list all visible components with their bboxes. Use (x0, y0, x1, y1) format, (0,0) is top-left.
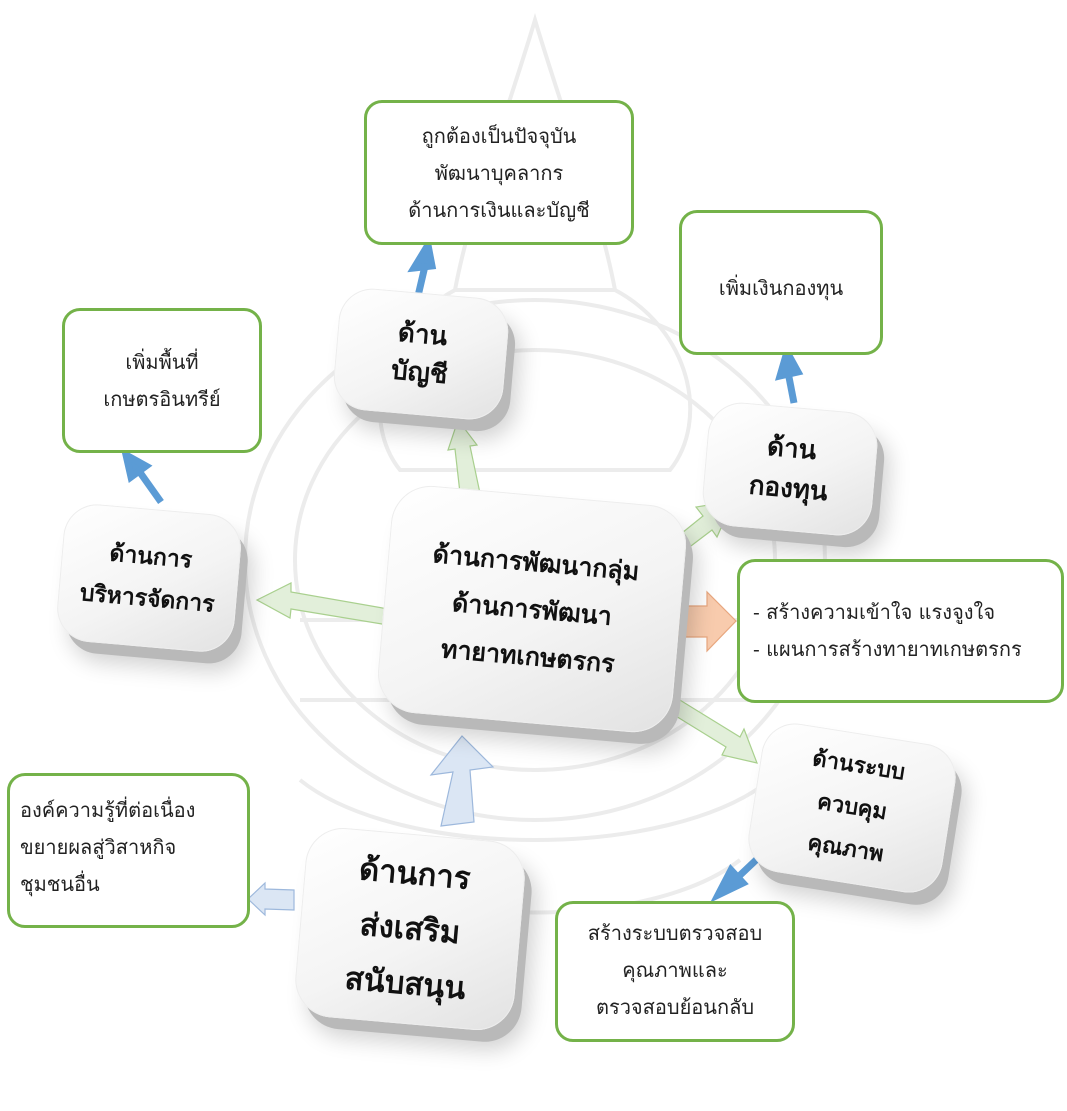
arrow-promotion-to-outcome (247, 881, 295, 917)
outcome-accounting-line-3: ด้านการเงินและบัญชี (408, 198, 590, 222)
outcome-accounting-line-1: ถูกต้องเป็นปัจจุบัน (421, 124, 577, 148)
management-node: ด้านการ บริหารจัดการ (54, 501, 244, 655)
fund-node: ด้าน กองทุน (699, 399, 881, 539)
outcome-accounting-box: ถูกต้องเป็นปัจจุบัน พัฒนาบุคลากร ด้านการ… (364, 100, 634, 245)
outcome-quality-line-3: ตรวจสอบย้อนกลับ (595, 995, 755, 1019)
fund-node-line-1: ด้าน (765, 431, 818, 467)
outcome-heir-line-2: - แผนการสร้างทายาทเกษตรกร (753, 637, 1022, 661)
outcome-accounting-line-2: พัฒนาบุคลากร (434, 161, 564, 185)
outcome-promotion-line-3: ชุมชนอื่น (20, 872, 100, 896)
promotion-node-line-1: ด้านการ (357, 850, 472, 897)
quality-node: ด้านระบบ ควบคุม คุณภาพ (743, 718, 961, 898)
center-node: ด้านการพัฒนากลุ่ม ด้านการพัฒนา ทายาทเกษต… (374, 482, 690, 736)
management-node-line-1: ด้านการ (108, 540, 194, 574)
arrow-center-to-quality (665, 696, 758, 764)
promotion-node: ด้านการ ส่งเสริม สนับสนุน (292, 824, 528, 1034)
arrow-promotion-to-center (429, 735, 495, 827)
accounting-node-line-1: ด้าน (396, 317, 449, 353)
outcome-heir-line-1: - สร้างความเข้าใจ แรงจูงใจ (753, 600, 996, 624)
promotion-node-line-2: ส่งเสริม (358, 906, 462, 951)
accounting-node-line-2: บัญชี (389, 355, 449, 391)
outcome-promotion-box: องค์ความรู้ที่ต่อเนื่อง ขยายผลสู่วิสาหกิ… (7, 773, 250, 928)
arrow-accounting-to-outcome (414, 265, 429, 297)
outcome-quality-line-2: คุณภาพและ (622, 958, 728, 982)
outcome-management-line-1: เพิ่มพื้นที่ (125, 350, 199, 374)
arrow-management-to-outcome (136, 468, 164, 505)
outcome-heir-box: - สร้างความเข้าใจ แรงจูงใจ - แผนการสร้าง… (737, 559, 1064, 703)
outcome-promotion-line-2: ขยายผลสู่วิสาหกิจ (20, 835, 177, 859)
outcome-management-line-2: เกษตรอินทรีย์ (103, 387, 221, 411)
fund-node-line-2: กองทุน (747, 470, 829, 508)
management-node-line-2: บริหารจัดการ (78, 580, 216, 618)
outcome-fund-box: เพิ่มเงินกองทุน (679, 210, 883, 355)
promotion-node-line-3: สนับสนุน (343, 960, 468, 1007)
outcome-management-box: เพิ่มพื้นที่ เกษตรอินทรีย์ (62, 308, 262, 453)
outcome-promotion-line-1: องค์ความรู้ที่ต่อเนื่อง (20, 798, 196, 822)
outcome-quality-line-1: สร้างระบบตรวจสอบ (587, 921, 763, 945)
outcome-fund-line-1: เพิ่มเงินกองทุน (718, 276, 844, 300)
accounting-node: ด้าน บัญชี (331, 285, 511, 423)
arrow-center-to-management (255, 582, 395, 627)
outcome-quality-box: สร้างระบบตรวจสอบ คุณภาพและ ตรวจสอบย้อนกล… (555, 901, 795, 1042)
